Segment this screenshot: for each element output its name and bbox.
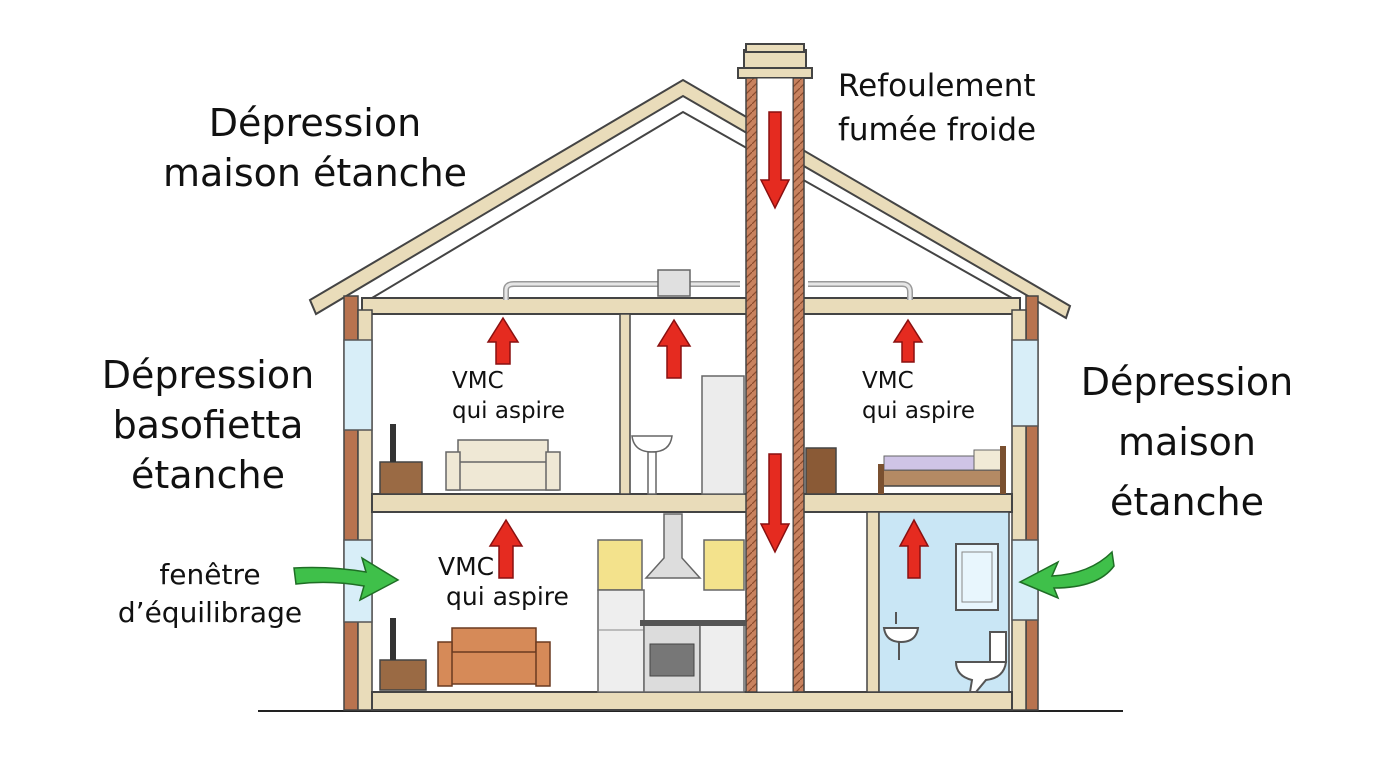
upper-floor — [371, 493, 1013, 513]
flue-label-line1: Refoulement — [838, 68, 1036, 104]
vmc-arrow-upper-left — [486, 316, 520, 365]
vmc-label-line2: qui aspire — [446, 582, 569, 611]
interior-wall-lower-right — [866, 511, 880, 693]
bathroom-sink — [882, 612, 920, 660]
tv-cabinet-lower — [379, 618, 427, 691]
flue-label-line2: fumée froide — [838, 112, 1037, 148]
mid-left-label-line3: étanche — [130, 453, 285, 497]
vmc-label-line2: qui aspire — [452, 398, 566, 424]
sofa-upper — [445, 439, 561, 491]
vmc-label-line1: VMC — [452, 368, 504, 394]
backdraft-arrow-top — [759, 111, 791, 210]
vmc-arrow-upper-middle — [656, 318, 692, 379]
vmc-label-line1: VMC — [438, 552, 495, 581]
vmc-arrow-lower-left — [488, 518, 524, 579]
tv-cabinet-upper — [379, 424, 423, 495]
vmc-arrow-upper-right — [892, 318, 924, 363]
ground-floor — [371, 691, 1013, 711]
fresh-air-arrows — [293, 550, 1115, 602]
fresh-air-arrow-right — [1018, 550, 1115, 600]
right-label: Dépression maison étanche — [1060, 352, 1314, 532]
vmc-label-lower: VMC qui aspire — [438, 552, 569, 612]
bed — [805, 446, 1006, 495]
window-label-line1: fenêtre — [159, 558, 261, 591]
vmc-duct — [503, 269, 913, 300]
right-label-line3: étanche — [1109, 480, 1264, 524]
interior-wall-upper — [619, 313, 631, 495]
top-left-label-line2: maison étanche — [162, 151, 468, 195]
right-label-line1: Dépression — [1080, 360, 1294, 404]
mid-left-label-line1: Dépression — [101, 353, 315, 397]
window-label-line2: d’équilibrage — [117, 596, 303, 629]
wardrobe — [701, 375, 745, 495]
window-label: fenêtre d’équilibrage — [100, 556, 320, 632]
vmc-label-line1: VMC — [862, 368, 914, 394]
top-left-label: Dépression maison étanche — [150, 98, 480, 198]
vmc-label-upper-right: VMC qui aspire — [862, 366, 975, 426]
vmc-arrows — [486, 316, 930, 579]
backdraft-arrows — [759, 111, 791, 554]
fresh-air-arrow-left — [293, 556, 400, 602]
toilet — [954, 631, 1008, 693]
attic-floor — [361, 297, 1021, 315]
backdraft-arrow-bottom — [759, 453, 791, 554]
vmc-label-line2: qui aspire — [862, 398, 976, 424]
right-label-line2: maison — [1118, 420, 1256, 464]
mid-left-label: Dépression basofietta étanche — [86, 350, 330, 500]
bathroom-window — [955, 543, 999, 611]
flue-label: Refoulement fumée froide — [838, 64, 1036, 152]
sofa-lower — [437, 627, 551, 687]
kitchen — [597, 513, 746, 693]
washbasin — [631, 435, 673, 495]
mid-left-label-line2: basofietta — [112, 403, 304, 447]
vmc-label-upper-left: VMC qui aspire — [452, 366, 565, 426]
top-left-label-line1: Dépression — [208, 101, 422, 145]
vmc-arrow-lower-bath — [898, 518, 930, 579]
